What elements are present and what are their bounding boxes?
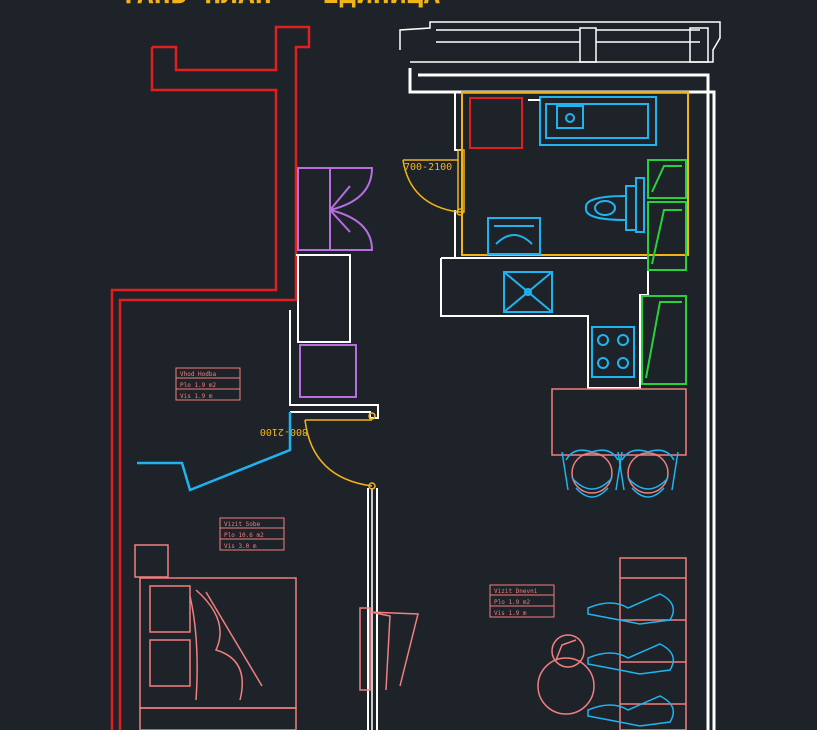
room-tag-corridor: Vhod Hodba Plo 1.9 m2 Vis 1.9 m <box>175 367 241 401</box>
washing-machine <box>487 217 541 255</box>
bathroom <box>461 91 689 256</box>
entry-storage-cabinet <box>297 167 374 398</box>
room-height: Vis 1.9 m <box>180 393 213 400</box>
room-name: Vhod Hodba <box>180 371 217 378</box>
room-tag-bedroom: Vizit Sobe Plo 10.6 m2 Vis 3.0 m <box>219 517 285 551</box>
bar-chair-left <box>561 449 623 498</box>
room-name: Vizit Sobe <box>224 521 261 528</box>
room-area: Plo 1.9 m2 <box>180 382 217 389</box>
bathtub <box>528 96 657 146</box>
wardrobe-door <box>359 607 419 691</box>
bathroom-door-swing <box>402 159 459 213</box>
cooktop <box>591 326 635 378</box>
room-height: Vis 1.9 m <box>494 610 527 617</box>
toilet <box>584 185 637 231</box>
entry-door-swing <box>304 419 373 487</box>
bathroom-sink <box>556 105 584 129</box>
room-area: Plo 1.9 m2 <box>494 599 531 606</box>
sofa <box>619 557 687 730</box>
dining-bar <box>551 388 687 498</box>
room-tag-living: Vizit Dnevni Plo 1.9 m2 Vis 1.9 m <box>489 584 555 618</box>
kitchen-cabinets <box>635 159 687 385</box>
bedroom-partition <box>137 412 292 492</box>
red-boundary-outline <box>110 25 311 730</box>
entry-door-label: 800-2100 <box>260 426 308 437</box>
kitchen-sink <box>503 271 553 313</box>
room-name: Vizit Dnevni <box>494 588 538 595</box>
room-height: Vis 3.0 m <box>224 543 257 550</box>
doors <box>304 149 465 490</box>
bathroom-door-label: 700-2100 <box>404 162 452 173</box>
lounge-chairs <box>587 593 675 727</box>
room-area: Plo 10.6 m2 <box>224 532 264 539</box>
bar-chair-right <box>617 449 679 498</box>
coffee-table <box>537 634 595 715</box>
double-bed <box>134 544 297 730</box>
drawing-title: ТАНЬ ПЛАН - ЕДИНИЦА <box>120 0 440 10</box>
